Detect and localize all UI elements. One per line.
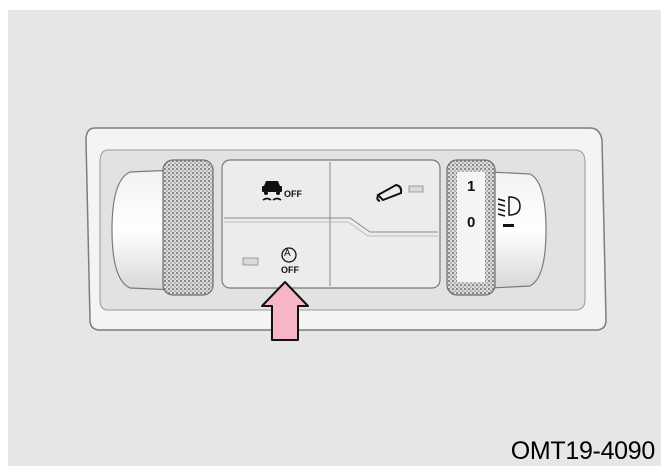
hood-open-icon — [376, 183, 403, 202]
hood-indicator-led — [408, 185, 424, 193]
dimmer-top-mark: 1 — [467, 178, 476, 195]
auto-stop-icon — [281, 247, 297, 263]
auto-stop-indicator-led — [242, 257, 259, 266]
figure-code: OMT19-4090 — [510, 437, 656, 465]
traction-control-off-icon — [262, 181, 282, 201]
auto-stop-symbol: A — [284, 248, 291, 259]
right-drum-housing — [489, 171, 547, 289]
headlamp-leveling-icon — [497, 196, 521, 217]
hood-open-button[interactable] — [331, 162, 438, 230]
left-drum-housing — [111, 169, 176, 291]
auto-stop-off-button[interactable] — [224, 224, 329, 286]
esc-off-label: OFF — [284, 189, 302, 199]
blank-button[interactable] — [331, 238, 438, 286]
left-thumb-wheel[interactable] — [162, 159, 214, 296]
arrow-up-icon — [261, 281, 309, 341]
dimmer-wheel-face — [457, 172, 485, 282]
dimmer-minus-mark — [503, 224, 514, 227]
auto-stop-off-label: OFF — [281, 265, 299, 275]
esc-off-button[interactable] — [224, 162, 329, 217]
dimmer-bottom-mark: 0 — [467, 214, 476, 231]
